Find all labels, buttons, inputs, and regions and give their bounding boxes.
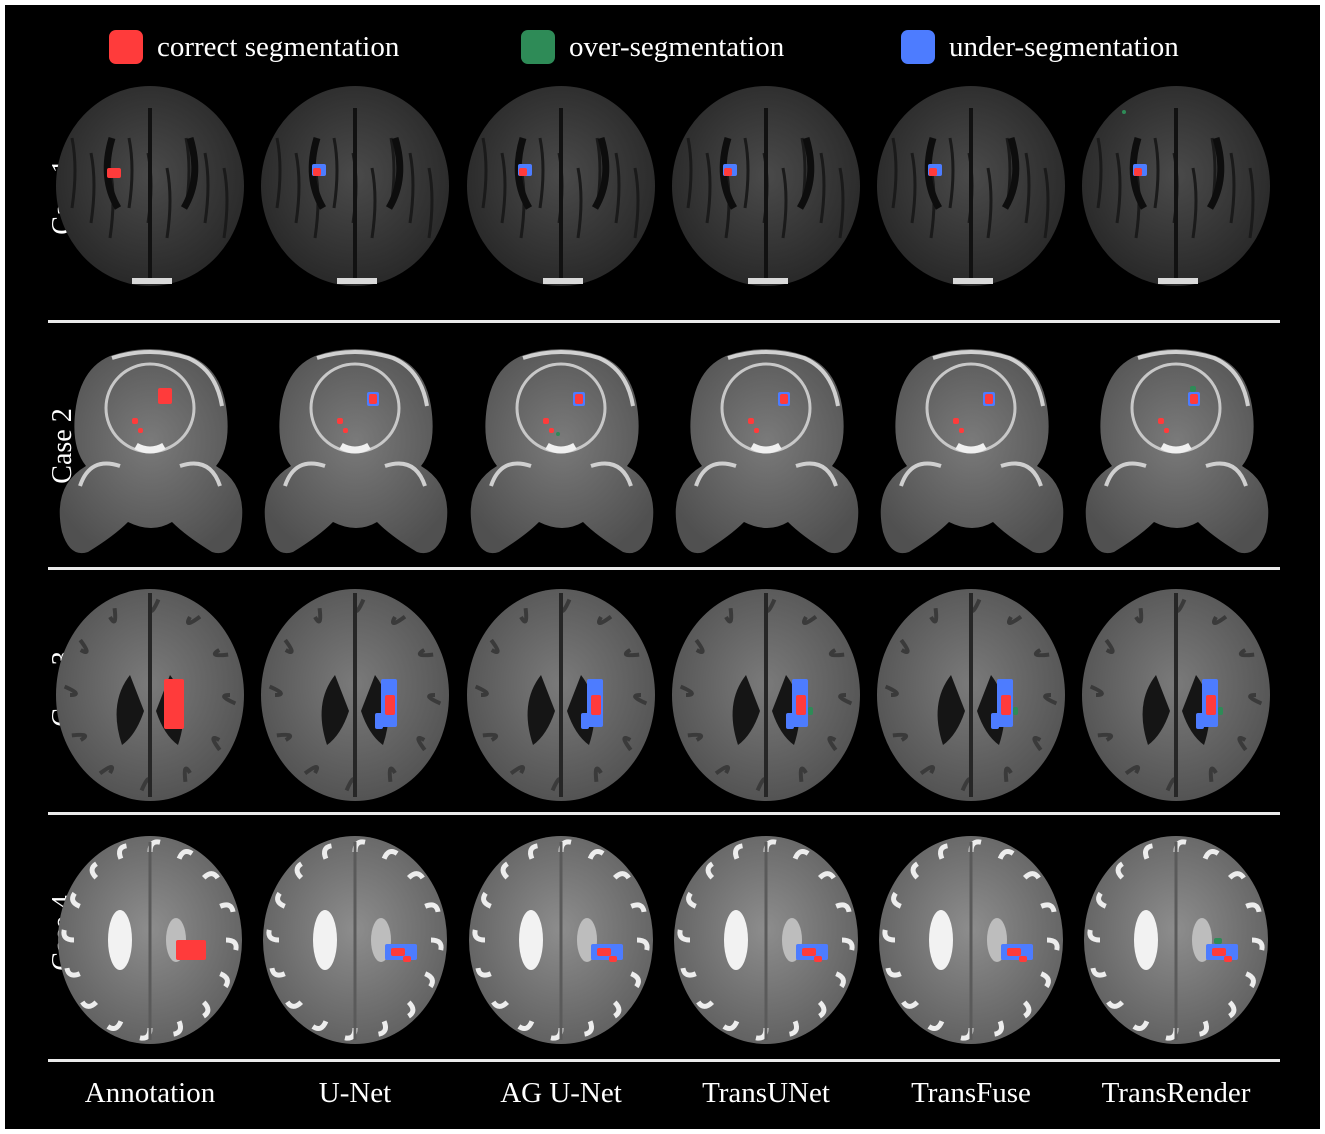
tile-case-2-4 bbox=[666, 333, 866, 569]
legend-swatch-over bbox=[521, 30, 555, 64]
tile-case-1-3 bbox=[461, 75, 661, 311]
tile-case-4-5 bbox=[871, 825, 1071, 1061]
tile-case-2-2 bbox=[255, 333, 455, 569]
tile-case-3-2 bbox=[255, 580, 455, 816]
tile-case-1-5 bbox=[871, 75, 1071, 311]
col-label-annotation: Annotation bbox=[84, 1077, 216, 1109]
tile-case-4-2 bbox=[255, 825, 455, 1061]
legend-label-over: over-segmentation bbox=[569, 30, 785, 63]
col-label-transunet: TransUNet bbox=[702, 1077, 830, 1109]
tile-case-1-2 bbox=[255, 75, 455, 311]
legend: correct segmentation over-segmentation u… bbox=[5, 23, 1320, 73]
figure-panel: correct segmentation over-segmentation u… bbox=[5, 5, 1320, 1129]
tile-case-1-4 bbox=[666, 75, 866, 311]
tile-case-4-1 bbox=[50, 825, 250, 1061]
row-separator-3 bbox=[48, 812, 1280, 815]
legend-item-under: under-segmentation bbox=[901, 29, 1179, 65]
tile-case-3-1 bbox=[50, 580, 250, 816]
col-label-unet: U-Net bbox=[318, 1077, 392, 1109]
col-label-transrender: TransRender bbox=[1101, 1077, 1251, 1109]
row-separator-2 bbox=[48, 567, 1280, 570]
tile-case-2-3 bbox=[461, 333, 661, 569]
tile-case-2-6 bbox=[1076, 333, 1276, 569]
tile-case-2-1 bbox=[50, 333, 250, 569]
col-label-ag-unet: AG U-Net bbox=[500, 1077, 622, 1109]
legend-swatch-under bbox=[901, 30, 935, 64]
tile-case-3-6 bbox=[1076, 580, 1276, 816]
tile-case-1-1 bbox=[50, 75, 250, 311]
legend-label-correct: correct segmentation bbox=[157, 30, 400, 63]
row-separator-4 bbox=[48, 1059, 1280, 1062]
legend-swatch-correct bbox=[109, 30, 143, 64]
tile-case-4-3 bbox=[461, 825, 661, 1061]
tile-case-2-5 bbox=[871, 333, 1071, 569]
legend-label-under: under-segmentation bbox=[949, 30, 1179, 63]
tile-case-1-6 bbox=[1076, 75, 1276, 311]
row-separator-1 bbox=[48, 320, 1280, 323]
tile-case-3-3 bbox=[461, 580, 661, 816]
col-label-transfuse: TransFuse bbox=[911, 1077, 1031, 1109]
tile-case-4-6 bbox=[1076, 825, 1276, 1061]
legend-item-correct: correct segmentation bbox=[109, 29, 399, 65]
tile-case-3-5 bbox=[871, 580, 1071, 816]
tile-case-4-4 bbox=[666, 825, 866, 1061]
tile-case-3-4 bbox=[666, 580, 866, 816]
legend-item-over: over-segmentation bbox=[521, 29, 784, 65]
